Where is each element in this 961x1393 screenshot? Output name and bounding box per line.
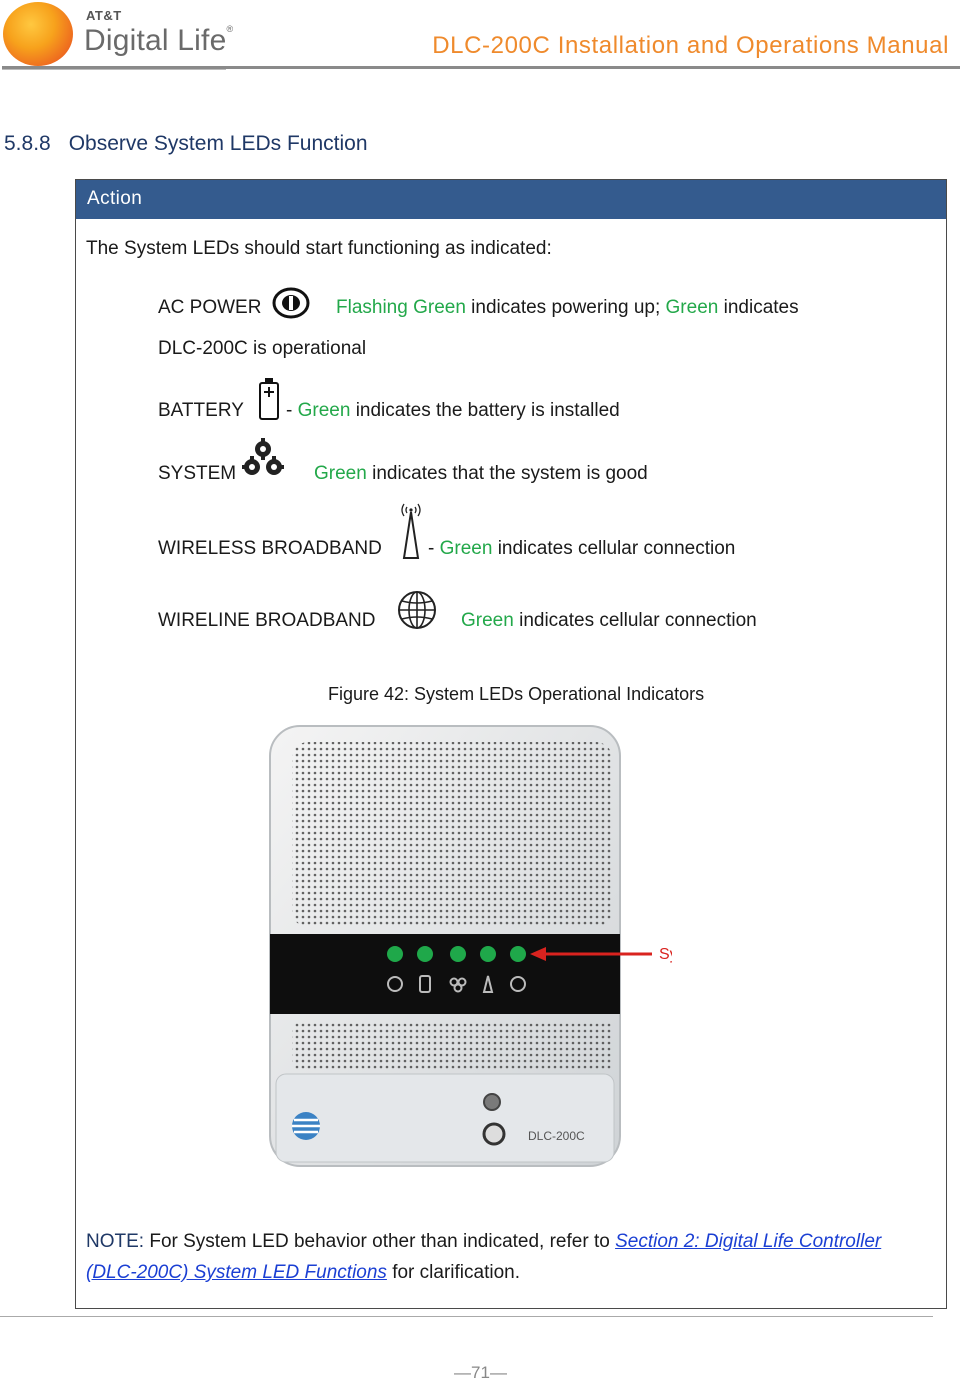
led-battery	[417, 946, 433, 962]
led-row-wireless: WIRELESS BROADBAND	[158, 538, 382, 560]
led-row-battery: BATTERY	[158, 400, 244, 422]
note-label: NOTE:	[86, 1231, 145, 1252]
gears-icon	[242, 438, 284, 475]
led-row-ac-power: AC POWER	[158, 297, 261, 319]
battery-icon	[259, 378, 279, 420]
cell-tower-icon	[401, 503, 421, 559]
system-led-lights	[387, 946, 526, 962]
att-logo-small	[292, 1112, 320, 1140]
intro-text: The System LEDs should start functioning…	[86, 238, 552, 259]
header-divider-thin	[2, 69, 226, 70]
status-green: Green	[665, 297, 719, 318]
callout-arrow	[530, 947, 652, 961]
led-desc: indicates	[718, 297, 799, 318]
lower-grille	[292, 1022, 612, 1070]
led-ac-power	[387, 946, 403, 962]
led-label: AC POWER	[158, 297, 262, 318]
logo-registered-mark: ®	[226, 24, 234, 34]
document-title: DLC-200C Installation and Operations Man…	[432, 32, 949, 59]
power-icon	[272, 287, 310, 319]
led-desc: indicates cellular connection	[513, 610, 757, 631]
led-wireless	[480, 946, 496, 962]
device-model-label: DLC-200C	[528, 1129, 585, 1143]
figure-caption: Figure 42: System LEDs Operational Indic…	[328, 684, 705, 704]
led-system	[450, 946, 466, 962]
bottom-panel	[275, 1073, 615, 1163]
note-text: For System LED behavior other than indic…	[144, 1231, 616, 1252]
section-title: Observe System LEDs Function	[68, 132, 368, 155]
note-text: for clarification.	[386, 1262, 520, 1283]
led-desc: indicates that the system is good	[366, 463, 648, 484]
led-desc: indicates the battery is installed	[350, 400, 620, 421]
action-header-label: Action	[87, 188, 143, 209]
led-desc: indicates cellular connection	[492, 538, 736, 559]
status-green: Green	[439, 538, 493, 559]
status-green: Green	[297, 400, 351, 421]
separator: -	[286, 400, 293, 421]
separator: -	[428, 538, 435, 559]
led-band	[270, 934, 620, 1014]
led-wireline	[510, 946, 526, 962]
logo-att-text: AT&T	[86, 8, 122, 23]
status-green: Green	[461, 610, 514, 631]
upper-grille	[292, 742, 612, 927]
action-table-header: Action	[76, 180, 946, 219]
led-icons-row	[387, 975, 526, 993]
section-number: 5.8.8	[4, 132, 51, 155]
led-desc-ac-power: Flashing Green indicates powering up; Gr…	[336, 297, 799, 319]
led-desc-battery: - Green indicates the battery is install…	[286, 400, 620, 422]
reset-button	[483, 1093, 501, 1111]
led-label: WIRELESS BROADBAND	[158, 538, 382, 559]
globe-icon	[398, 591, 436, 629]
led-row-system: SYSTEM	[158, 463, 236, 485]
header-divider	[2, 66, 960, 69]
footer-divider	[0, 1316, 933, 1317]
action-table: Action	[75, 179, 947, 1309]
section-2-link[interactable]: Section 2: Digital Life Controller (DLC-…	[86, 1231, 882, 1283]
led-desc-wireless: - Green indicates cellular connection	[428, 538, 735, 560]
led-desc-wireline: Green indicates cellular connection	[461, 610, 757, 632]
logo-digital-life-text: Digital Life	[84, 24, 227, 57]
page-number: —71—	[454, 1363, 507, 1382]
note-paragraph: NOTE: For System LED behavior other than…	[86, 1226, 936, 1288]
led-label: WIRELINE BROADBAND	[158, 610, 376, 631]
device-photo: DLC-200C System LEDs	[269, 725, 672, 1167]
led-label: SYSTEM	[158, 463, 237, 484]
status-green: Green	[314, 463, 367, 484]
led-desc: indicates powering up;	[465, 297, 666, 318]
section-heading: 5.8.8 Observe System LEDs Function	[4, 132, 368, 156]
led-desc-ac-power-cont: DLC-200C is operational	[158, 338, 367, 359]
led-label: BATTERY	[158, 400, 244, 421]
page-header: AT&T Digital Life® DLC-200C Installation…	[0, 0, 961, 72]
led-desc-system: Green indicates that the system is good	[314, 463, 648, 485]
status-flashing-green: Flashing Green	[336, 297, 466, 318]
callout-label: System LEDs	[659, 946, 672, 963]
led-row-wireline: WIRELINE BROADBAND	[158, 610, 375, 632]
att-globe-logo	[3, 2, 73, 66]
logo-digital-life: Digital Life®	[84, 24, 233, 58]
pair-button	[482, 1122, 506, 1146]
